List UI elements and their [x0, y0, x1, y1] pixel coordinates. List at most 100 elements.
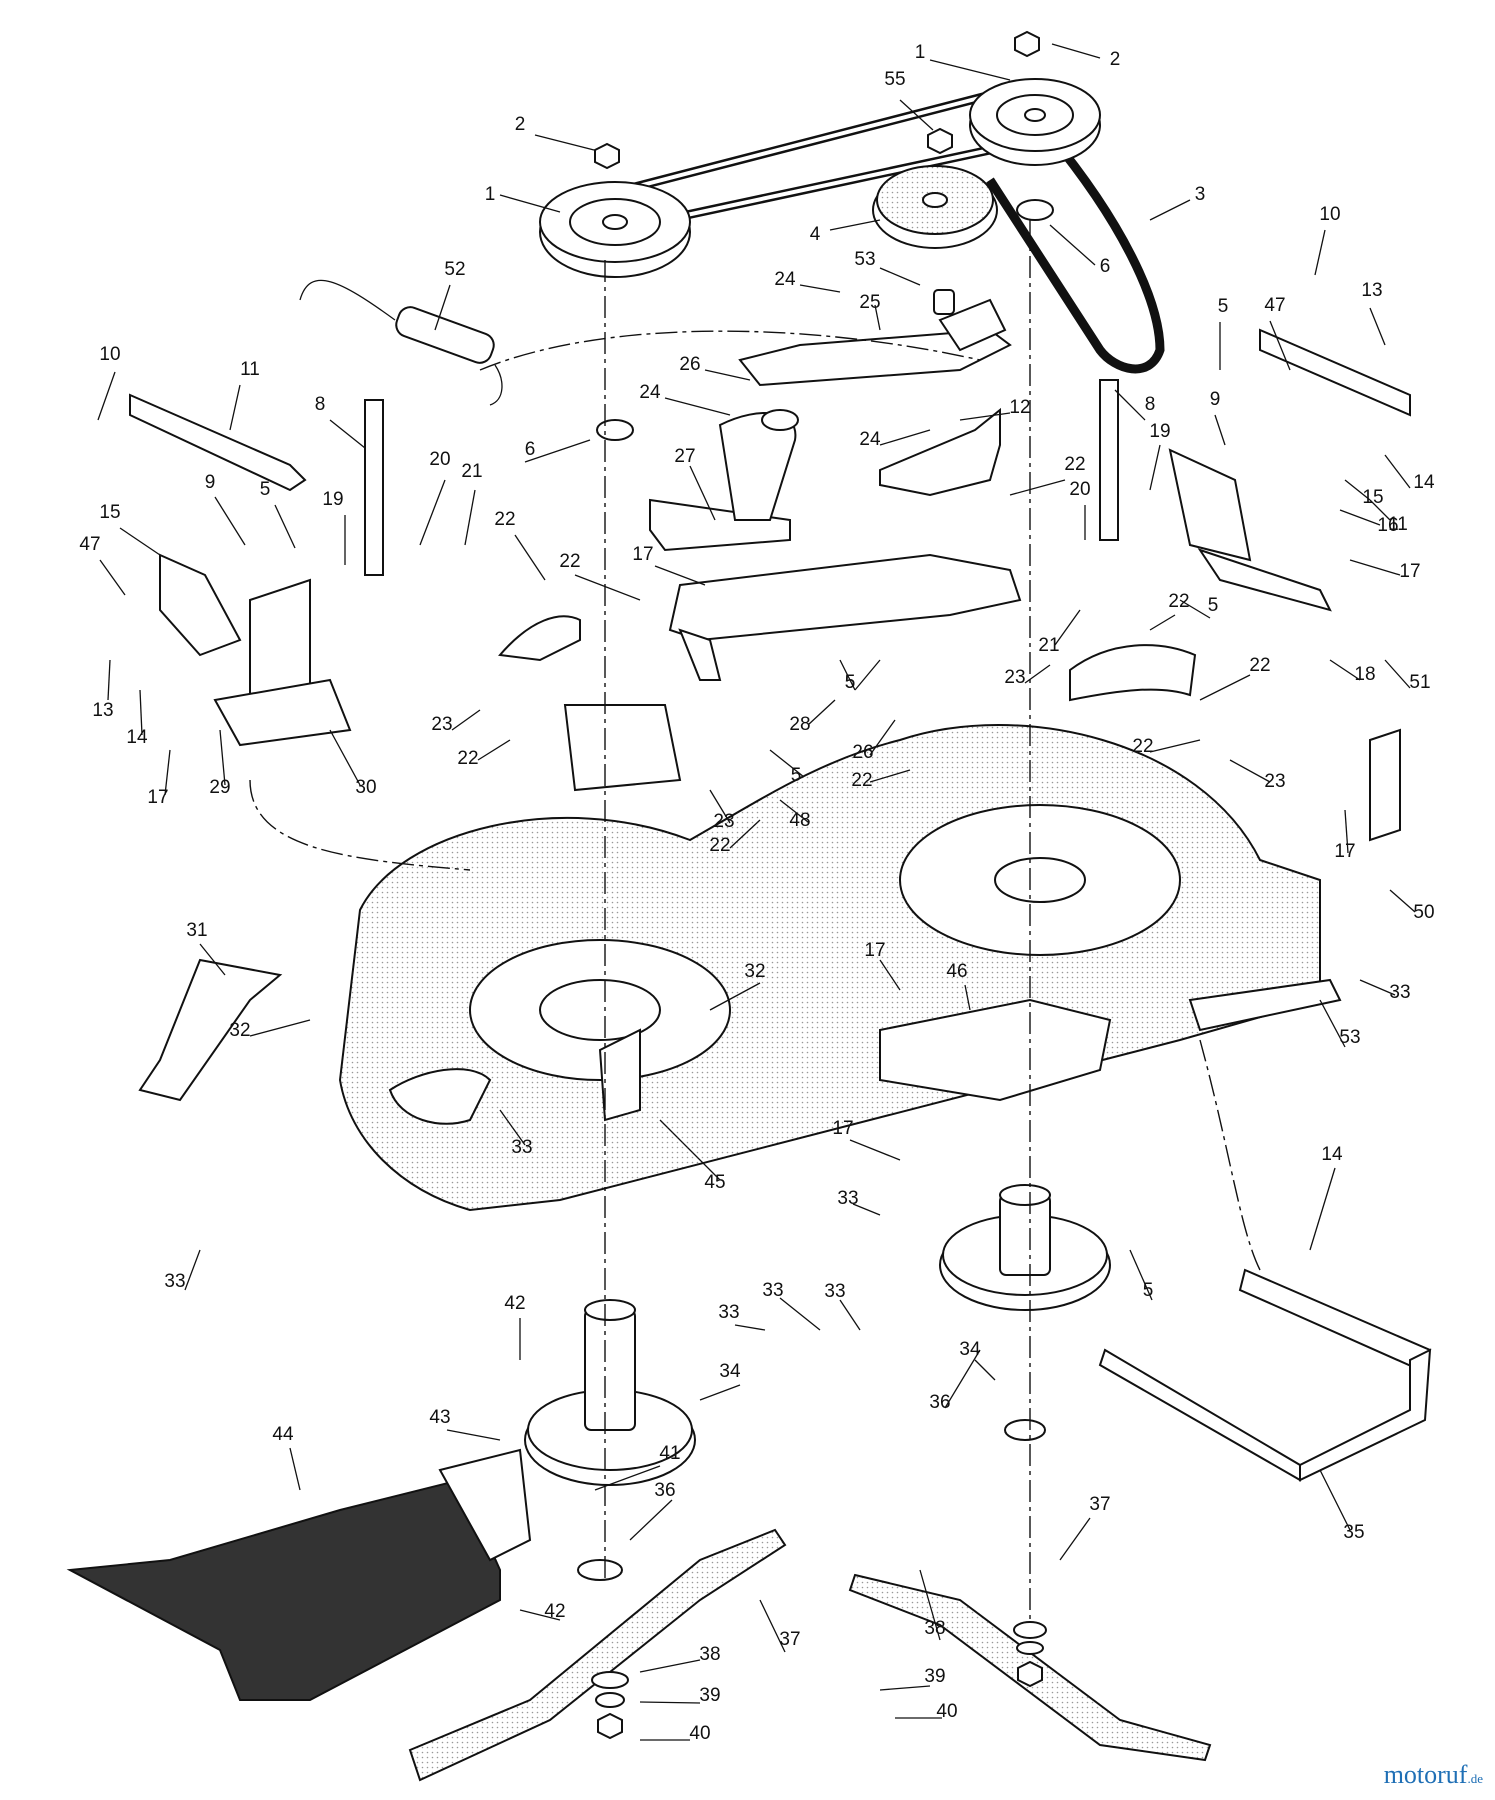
callout-label-5: 5 — [1143, 1280, 1154, 1301]
callout-leader — [1049, 224, 1096, 266]
callout-leader — [734, 1324, 766, 1331]
callout-label-23: 23 — [431, 714, 452, 735]
callout-leader — [829, 219, 881, 231]
callout-label-34: 34 — [719, 1361, 741, 1382]
callout-leader — [107, 659, 111, 701]
callout-leader — [807, 699, 836, 726]
callout-leader — [99, 559, 126, 596]
callout-leader — [249, 1019, 311, 1037]
callout-label-39: 39 — [699, 1685, 720, 1706]
callout-leader — [1369, 307, 1386, 346]
callout-label-53: 53 — [854, 249, 875, 270]
callout-leader — [779, 1297, 821, 1331]
idler-arm — [738, 298, 1012, 387]
callout-label-21: 21 — [461, 461, 482, 482]
callout-label-53: 53 — [1339, 1027, 1360, 1048]
callout-label-47: 47 — [79, 534, 100, 555]
callout-label-46: 46 — [946, 961, 967, 982]
callout-label-39: 39 — [924, 1666, 945, 1687]
callout-leader — [629, 1499, 673, 1541]
callout-label-19: 19 — [1149, 421, 1170, 442]
callout-leader — [709, 982, 761, 1011]
callout-label-33: 33 — [164, 1271, 185, 1292]
callout-leader — [329, 729, 361, 786]
callout-label-8: 8 — [1145, 394, 1156, 415]
callout-label-17: 17 — [632, 544, 653, 565]
callout-leader — [477, 739, 511, 761]
callout-label-22: 22 — [457, 748, 478, 769]
callout-label-17: 17 — [1399, 561, 1420, 582]
callout-label-17: 17 — [147, 787, 168, 808]
lift-link-left — [129, 393, 307, 492]
callout-leader — [1114, 389, 1146, 421]
callout-leader — [434, 284, 451, 331]
deck-shield-46 — [879, 998, 1112, 1102]
callout-label-28: 28 — [789, 714, 810, 735]
callout-leader — [1349, 559, 1401, 576]
callout-label-55: 55 — [884, 69, 905, 90]
callout-leader — [1384, 659, 1411, 689]
callout-label-24: 24 — [859, 429, 881, 450]
callout-leader — [524, 439, 591, 463]
mower-deck-shell — [338, 724, 1321, 1212]
callout-label-17: 17 — [1334, 841, 1355, 862]
callout-label-23: 23 — [1004, 667, 1025, 688]
callout-leader — [759, 1599, 786, 1653]
callout-leader — [879, 429, 931, 446]
callout-label-26: 26 — [679, 354, 700, 375]
callout-label-27: 27 — [674, 446, 695, 467]
callout-leader — [899, 99, 934, 131]
callout-leader — [729, 819, 761, 849]
callout-label-52: 52 — [444, 259, 465, 280]
callout-leader — [839, 659, 856, 691]
callout-label-48: 48 — [789, 810, 810, 831]
bracket-53 — [1188, 978, 1342, 1032]
callout-label-33: 33 — [762, 1280, 783, 1301]
callout-label-14: 14 — [126, 727, 148, 748]
callout-leader — [464, 489, 476, 546]
callout-label-6: 6 — [1100, 256, 1111, 277]
callout-label-6: 6 — [525, 439, 536, 460]
callout-leader — [1344, 809, 1349, 854]
deck-bracket-28 — [668, 553, 1022, 681]
callout-leader — [274, 504, 296, 549]
callout-leader — [119, 527, 161, 556]
callout-label-5: 5 — [845, 672, 856, 693]
callout-leader — [839, 1299, 861, 1331]
callout-label-15: 15 — [1362, 487, 1383, 508]
callout-label-33: 33 — [511, 1137, 532, 1158]
callout-leader — [1149, 444, 1161, 491]
center-lines — [249, 220, 1261, 1620]
callout-leader — [879, 959, 901, 991]
callout-label-19: 19 — [322, 489, 343, 510]
callout-label-22: 22 — [851, 770, 872, 791]
callout-label-24: 24 — [774, 269, 796, 290]
lift-bracket-left — [213, 578, 352, 747]
callout-label-2: 2 — [1110, 49, 1121, 70]
callout-leader — [1329, 659, 1361, 681]
spindle-left — [524, 1299, 696, 1486]
callout-leader — [1369, 499, 1391, 521]
pulley-right — [969, 78, 1101, 166]
baffle-23-left — [498, 615, 581, 662]
callout-leader — [852, 1203, 881, 1216]
pulley-left — [539, 181, 691, 278]
callout-label-41: 41 — [659, 1443, 680, 1464]
callout-leader — [1051, 43, 1101, 59]
callout-label-13: 13 — [92, 700, 113, 721]
callout-leader — [1269, 320, 1291, 371]
callout-label-50: 50 — [1413, 902, 1434, 923]
callout-leader — [879, 267, 921, 286]
callout-leader — [799, 284, 841, 293]
callout-label-22: 22 — [1249, 655, 1270, 676]
callout-label-17: 17 — [832, 1118, 853, 1139]
watermark-name: motoruf — [1383, 1760, 1468, 1789]
callout-leader — [574, 574, 641, 601]
callout-label-37: 37 — [779, 1629, 800, 1650]
callout-label-31: 31 — [186, 920, 207, 941]
callout-label-3: 3 — [1195, 184, 1206, 205]
callout-leader — [184, 1249, 201, 1291]
callout-leader — [1149, 199, 1191, 221]
callout-leader — [499, 194, 561, 213]
